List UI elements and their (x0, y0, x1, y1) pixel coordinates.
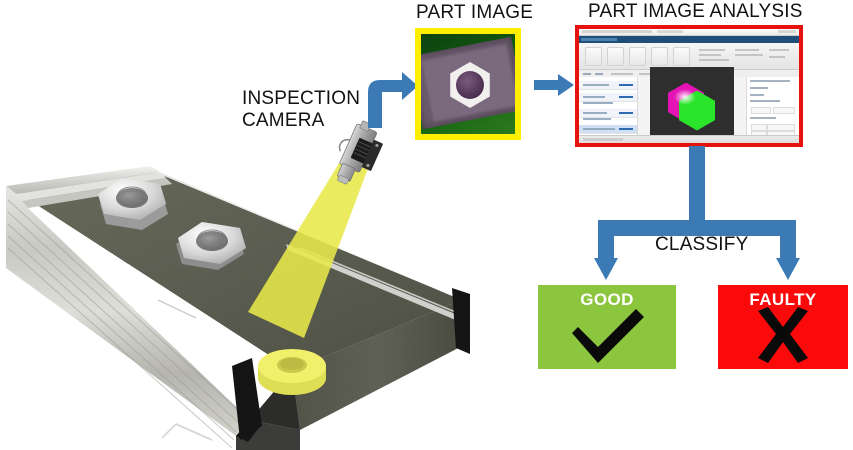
inspection-camera-icon (325, 118, 387, 198)
left-pane-link-4[interactable] (619, 128, 633, 130)
analysis-right-pane[interactable] (746, 77, 799, 143)
part-image-thumbnail (415, 28, 521, 140)
left-pane-text-1 (583, 84, 609, 86)
analysis-status-bar (579, 135, 799, 143)
analysis-window (579, 29, 799, 143)
right-pane-item-1 (750, 87, 768, 89)
toolbar-icon-2[interactable] (595, 73, 603, 75)
right-pane-group-2 (750, 117, 776, 119)
inspection-camera-label-line2: CAMERA (242, 110, 325, 131)
arrow-classify-split (590, 146, 820, 292)
good-label: GOOD (580, 290, 634, 309)
ribbon-active-tab[interactable] (581, 38, 617, 41)
analysis-result-image (650, 66, 734, 143)
cross-mark-icon (718, 307, 848, 363)
right-pane-row-1-col-2[interactable] (767, 124, 795, 131)
part-image-title: PART IMAGE (416, 2, 534, 23)
classify-label: CLASSIFY (655, 234, 749, 255)
arrow-part-image-to-analysis (534, 74, 574, 96)
left-pane-row-2[interactable] (579, 93, 637, 102)
ribbon-button-4[interactable] (651, 47, 668, 66)
check-mark-icon (538, 307, 676, 363)
analysis-ribbon-tabs[interactable] (579, 36, 799, 43)
left-pane-text-2b (583, 102, 613, 104)
ribbon-text-stub-6 (769, 49, 789, 51)
ribbon-text-stub-5 (735, 54, 763, 56)
ribbon-text-stub-7 (769, 56, 785, 58)
analysis-viewport[interactable] (638, 66, 746, 143)
right-pane-field-label-1 (751, 107, 771, 114)
titlebar-text-stub (582, 30, 652, 33)
good-result-box: GOOD (538, 285, 676, 369)
left-pane-text-3 (583, 112, 607, 114)
left-pane-link-2[interactable] (619, 96, 633, 98)
left-pane-link-1[interactable] (619, 84, 633, 86)
ribbon-button-5[interactable] (673, 47, 690, 66)
window-controls-stub[interactable] (778, 30, 796, 33)
status-bar-text-stub (583, 138, 623, 141)
inspection-camera-label: INSPECTION CAMERA (242, 88, 360, 132)
conveyor-belt-photo (0, 148, 470, 450)
toolbar-icon-3[interactable] (611, 73, 633, 75)
right-pane-heading (750, 80, 790, 82)
analysis-left-pane[interactable] (579, 77, 638, 136)
analysis-window-body (579, 66, 799, 143)
ribbon-button-3[interactable] (629, 47, 646, 66)
ribbon-text-stub-1 (699, 49, 725, 51)
faulty-label: FAULTY (749, 290, 817, 309)
right-pane-item-2 (750, 94, 764, 96)
titlebar-menu-stub (657, 30, 683, 33)
inspection-camera-label-line1: INSPECTION (242, 88, 361, 109)
part-image-nut (447, 62, 493, 108)
right-pane-row-1-col-1[interactable] (751, 124, 767, 131)
left-pane-text-2 (583, 96, 605, 98)
left-pane-text-4 (583, 128, 615, 130)
part-image-nut-hole (456, 71, 484, 99)
left-pane-row-3[interactable] (579, 109, 637, 118)
ribbon-text-stub-3 (699, 59, 729, 61)
analysis-window-titlebar (579, 29, 799, 36)
toolbar-icon-4[interactable] (639, 73, 657, 75)
ribbon-text-stub-4 (735, 49, 759, 51)
arrow-camera-to-part-image (358, 70, 420, 128)
ribbon-button-2[interactable] (607, 47, 624, 66)
left-pane-link-3[interactable] (619, 112, 633, 114)
specular-highlight (674, 88, 696, 105)
part-image-photo (421, 34, 515, 134)
right-pane-field-value-1[interactable] (773, 107, 795, 114)
faulty-result-box: FAULTY (718, 285, 848, 369)
ribbon-text-stub-2 (699, 54, 721, 56)
analysis-ribbon[interactable] (579, 43, 799, 70)
analysis-window-thumbnail (575, 25, 803, 147)
right-pane-item-3 (750, 100, 780, 102)
toolbar-icon-1[interactable] (583, 73, 591, 75)
part-image-analysis-title: PART IMAGE ANALYSIS (588, 1, 803, 22)
ribbon-button-1[interactable] (585, 47, 602, 66)
left-pane-text-3b (583, 118, 611, 120)
